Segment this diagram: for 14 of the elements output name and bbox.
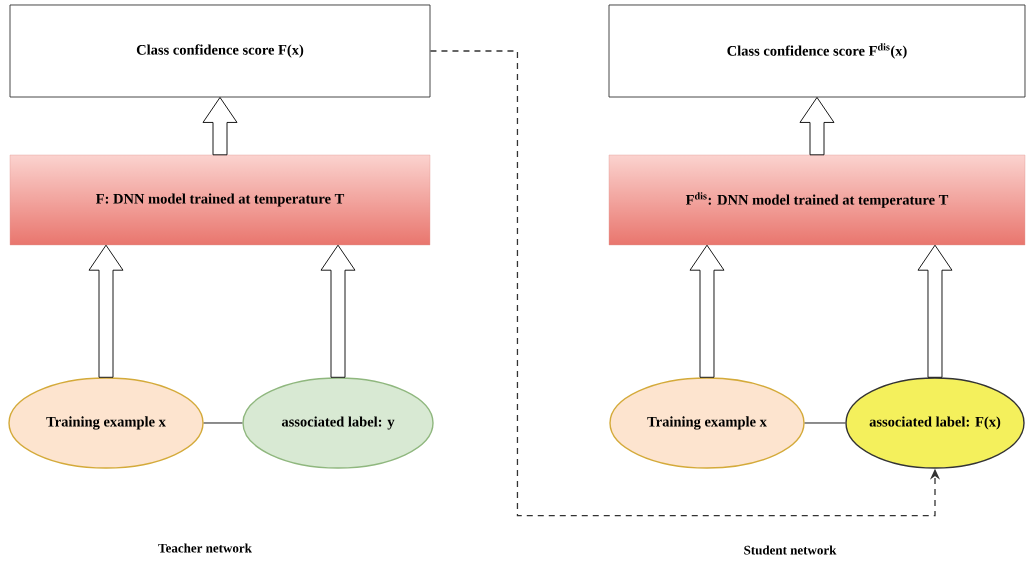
model-box: F$^{dis}$: DNN model trained at temperature T — [608, 154, 1026, 246]
network-caption: Teacher network — [158, 543, 252, 553]
block-arrow — [689, 244, 725, 378]
block-arrow — [917, 244, 953, 378]
block-arrow — [320, 244, 356, 378]
connector-line — [203, 422, 243, 424]
model-box: F: DNN model trained at temperature T — [9, 154, 431, 246]
block-arrow — [799, 97, 835, 156]
connector-line — [804, 422, 846, 424]
network-caption: Student network — [744, 545, 837, 555]
score-box: Class confidence score F(x) — [9, 4, 431, 98]
score-box: Class confidence score F$^{dis}$(x) — [608, 4, 1026, 98]
block-arrow — [88, 244, 124, 378]
block-arrow — [202, 97, 238, 156]
